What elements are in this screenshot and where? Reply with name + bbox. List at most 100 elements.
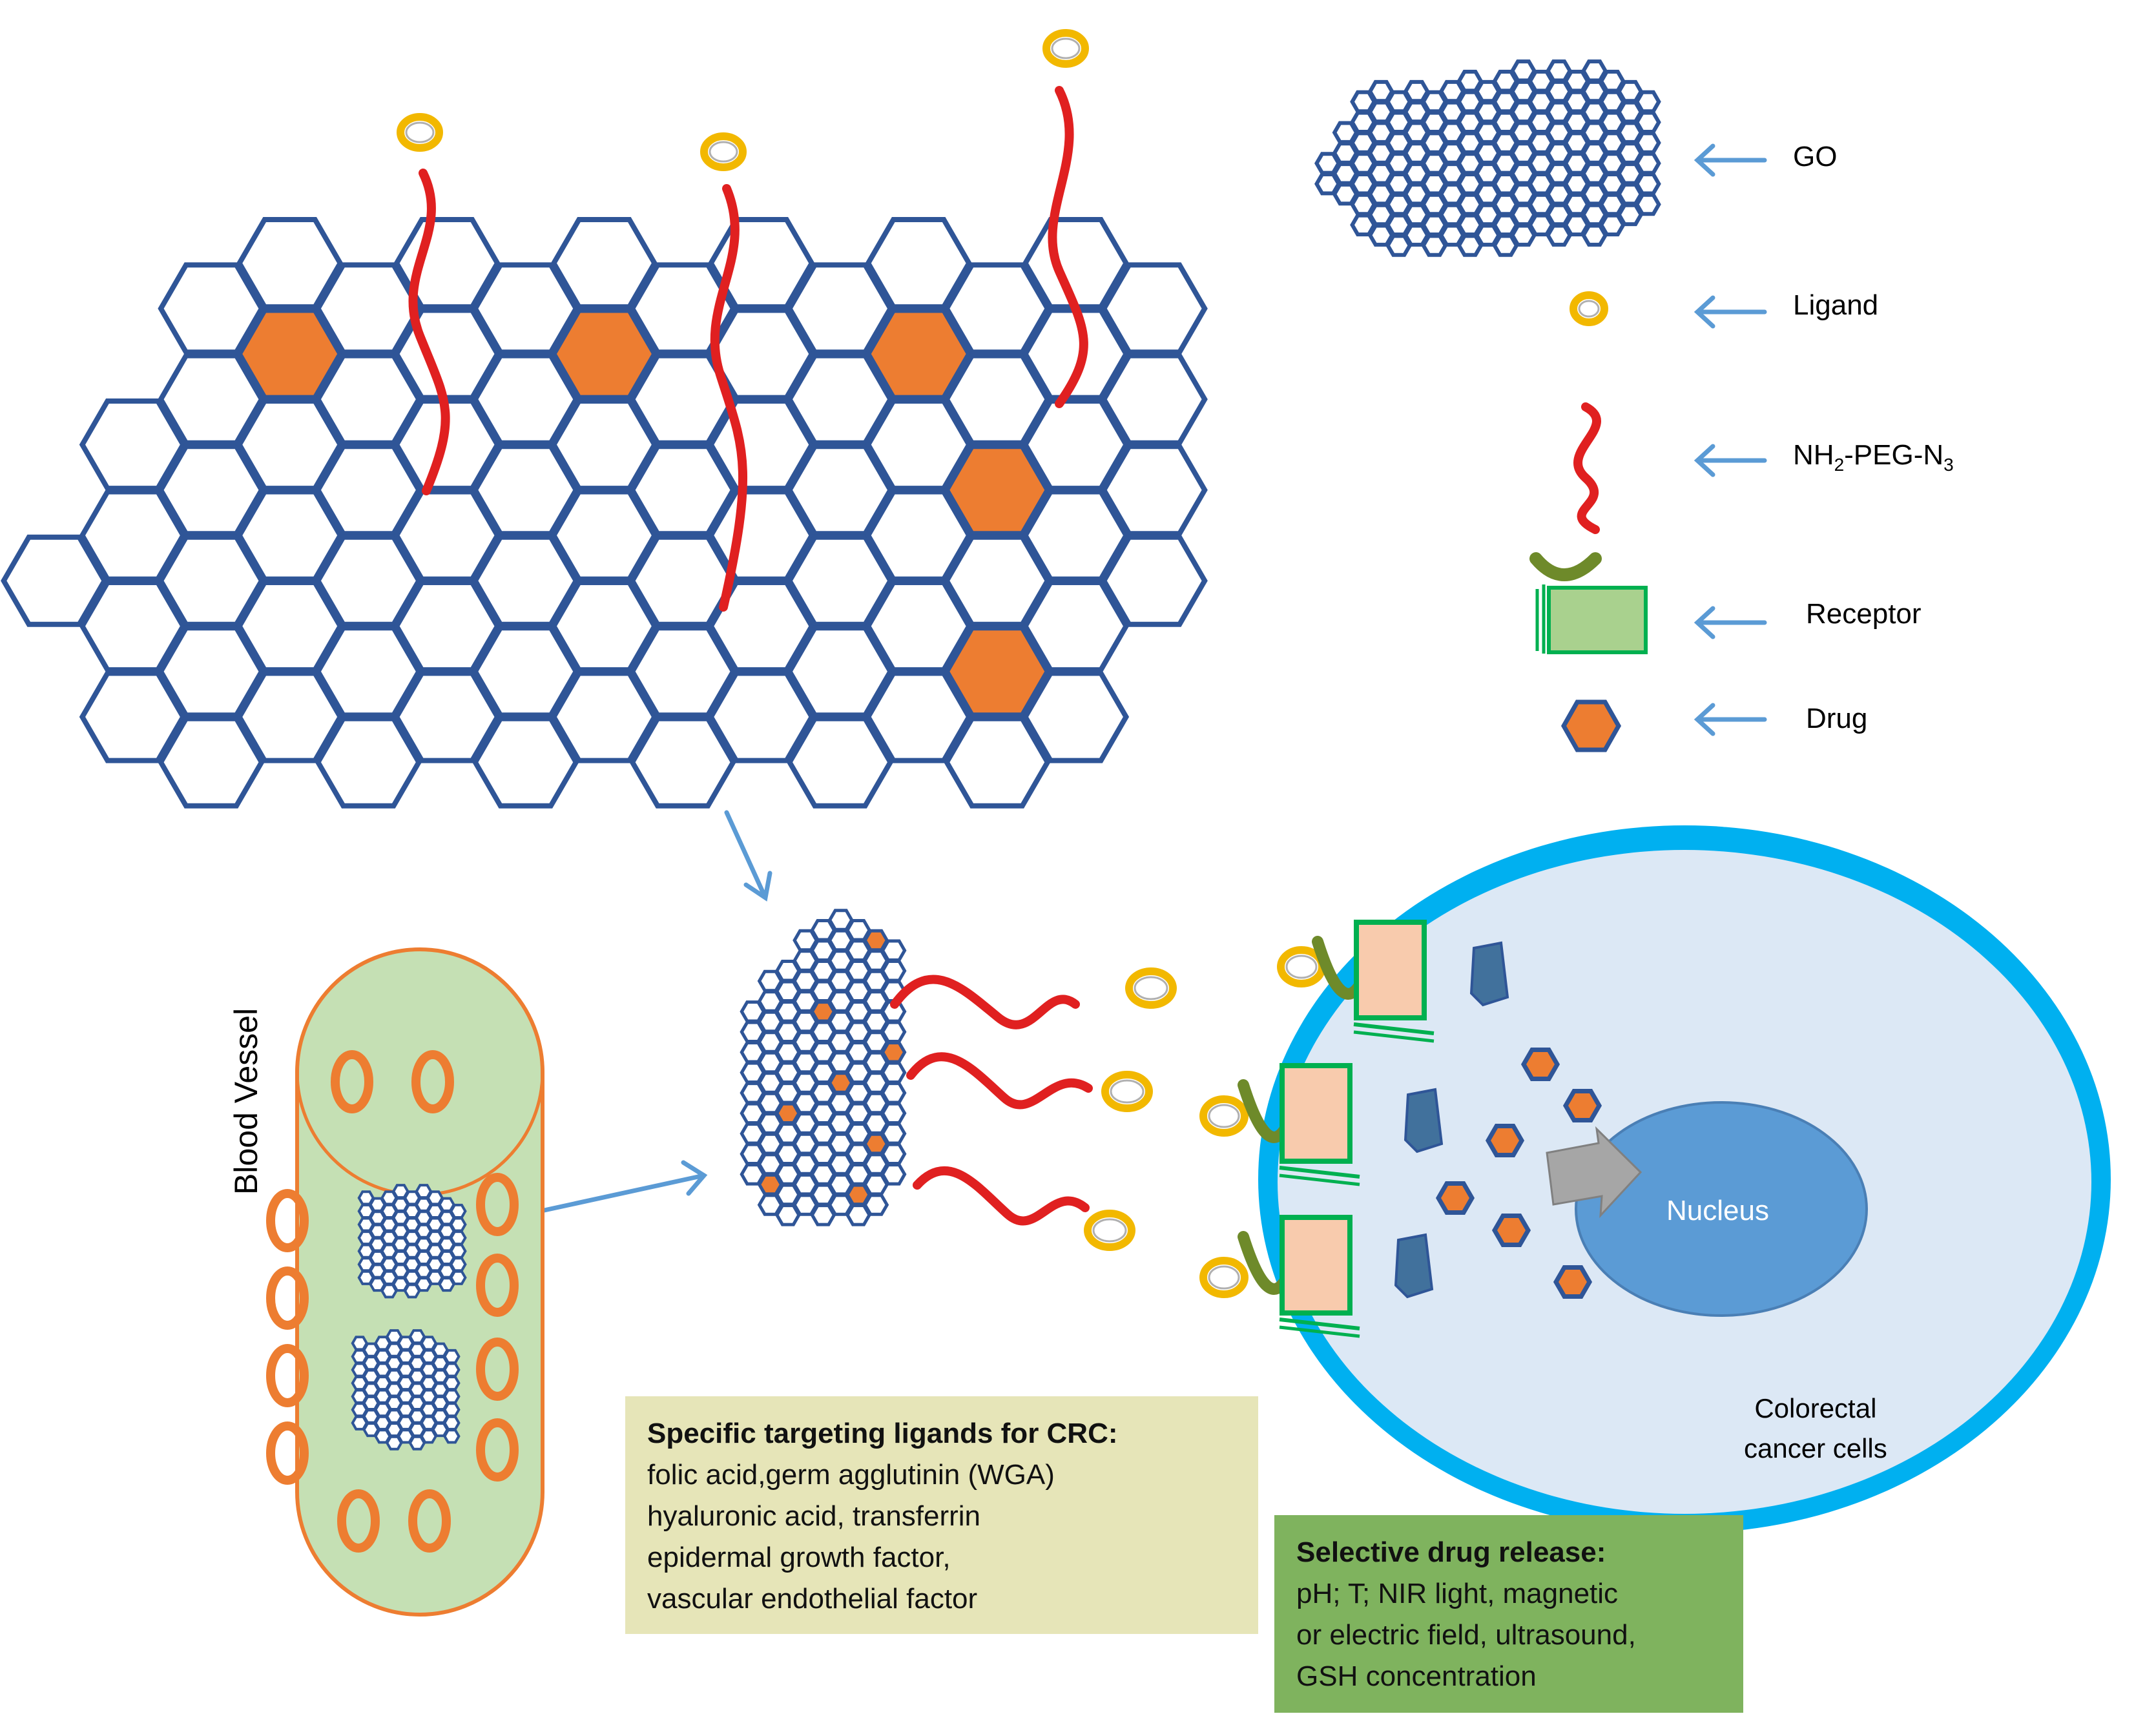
ligand-inner — [1208, 1265, 1240, 1290]
go-cell — [880, 1082, 907, 1104]
released-drug — [1562, 1089, 1602, 1122]
free-ligand — [1084, 1210, 1135, 1251]
go-cell — [1634, 131, 1661, 154]
go-cell — [865, 489, 972, 582]
go-cell — [880, 1102, 907, 1124]
internalized-go-particle — [1404, 1088, 1444, 1153]
go-cell — [1022, 580, 1130, 673]
go-cell — [236, 398, 344, 491]
released-drug — [1485, 1124, 1525, 1157]
internalized-go — [1394, 941, 1509, 1299]
go-cell — [315, 716, 422, 809]
cancer-cells-label-line2: cancer cells — [1744, 1433, 1887, 1463]
go-cell — [944, 534, 1051, 627]
legend-go-label: GO — [1793, 141, 1838, 172]
targeting-ligands-line: hyaluronic acid, transferrin — [647, 1500, 981, 1532]
go-cell — [944, 262, 1051, 355]
nucleus — [1575, 1101, 1868, 1317]
go-cell — [944, 716, 1051, 809]
go-cell — [450, 1203, 467, 1219]
go-cell — [315, 625, 422, 718]
go-cell — [158, 262, 265, 355]
go-cell — [472, 353, 579, 446]
vessel-ligand — [476, 1173, 519, 1236]
release-arrow — [1546, 1126, 1642, 1219]
go-cell — [443, 1362, 461, 1378]
go-cell — [1634, 172, 1661, 196]
go-cell — [550, 489, 658, 582]
go-cell — [1022, 489, 1130, 582]
vessel-ligand — [266, 1266, 309, 1330]
go-cell — [786, 625, 894, 718]
go-cell — [550, 398, 658, 491]
go-cell — [550, 580, 658, 673]
go-cell — [79, 580, 187, 673]
go-cell — [158, 534, 265, 627]
go-cell — [880, 1122, 907, 1145]
go-cell — [1022, 398, 1130, 491]
peg-chains-large — [408, 86, 1088, 612]
go-cell — [550, 217, 658, 310]
ligand-inner — [405, 121, 435, 143]
go-cell — [786, 353, 894, 446]
vessel-ligand — [476, 1338, 519, 1401]
go-cell — [443, 1429, 461, 1444]
legend-ligand-label: Ligand — [1793, 289, 1879, 321]
receptor-base — [1353, 1030, 1435, 1043]
legend-go-icon — [1314, 59, 1661, 257]
ligand-inner — [1051, 37, 1081, 59]
go-cell — [443, 1415, 461, 1431]
receptor-base — [1279, 1166, 1360, 1179]
go-cell — [158, 625, 265, 718]
vessel-ligands — [266, 1050, 519, 1553]
targeting-ligands-line: folic acid,germ agglutinin (WGA) — [647, 1459, 1055, 1491]
receptor-body — [1280, 1215, 1352, 1316]
vessel-ligand — [266, 1189, 309, 1252]
go-cell — [472, 534, 579, 627]
drug-loaded-cell — [944, 444, 1051, 537]
targeting-ligands-box: Specific targeting ligands for CRC: foli… — [625, 1396, 1258, 1634]
released-drug — [1520, 1048, 1560, 1081]
drug-loaded-cell — [550, 307, 658, 400]
vessel-ligand — [408, 1489, 451, 1553]
go-cell — [865, 670, 972, 763]
arrow-sheet-to-complex — [724, 810, 772, 902]
go-cell — [1101, 353, 1208, 446]
vessel-ligand — [337, 1489, 380, 1553]
receptor-body — [1280, 1063, 1352, 1164]
blood-vessel-label: Blood Vessel — [228, 1008, 264, 1195]
go-cell — [79, 398, 187, 491]
cell-receptors — [1199, 920, 1435, 1338]
drug-release-title: Selective drug release: — [1296, 1536, 1606, 1568]
free-ligands — [1084, 967, 1177, 1251]
legend-ligand-icon — [1570, 291, 1608, 326]
go-cell — [393, 580, 501, 673]
cancer-cells-label: Colorectal cancer cells — [1744, 1389, 1887, 1469]
legend-peg-label: NH2-PEG-N3 — [1793, 439, 1954, 475]
go-cell — [550, 670, 658, 763]
go-cell — [944, 353, 1051, 446]
go-cell — [79, 489, 187, 582]
ligand-inner — [1285, 955, 1318, 979]
legend-receptor-label: Receptor — [1806, 598, 1922, 630]
bound-ligand — [1199, 1257, 1249, 1298]
go-cell — [236, 489, 344, 582]
drug-loaded-cell — [880, 1041, 907, 1064]
go-cell — [472, 444, 579, 537]
go-cell — [1634, 192, 1661, 216]
go-cell — [450, 1217, 467, 1232]
cancer-cell — [1258, 825, 2111, 1533]
released-drugs — [1435, 1048, 1602, 1299]
go-cell — [443, 1376, 461, 1391]
vessel-ligand — [476, 1254, 519, 1317]
bound-ligand — [1199, 1095, 1249, 1137]
ligand — [700, 132, 747, 171]
peg-label-sub1: 2 — [1834, 454, 1845, 475]
go-cell — [158, 444, 265, 537]
go-cell — [236, 580, 344, 673]
peg-chain — [408, 169, 450, 495]
go-drug-complex — [740, 909, 907, 1226]
go-cell — [472, 625, 579, 718]
go-cell — [1022, 307, 1130, 400]
free-ligand — [1125, 967, 1177, 1009]
